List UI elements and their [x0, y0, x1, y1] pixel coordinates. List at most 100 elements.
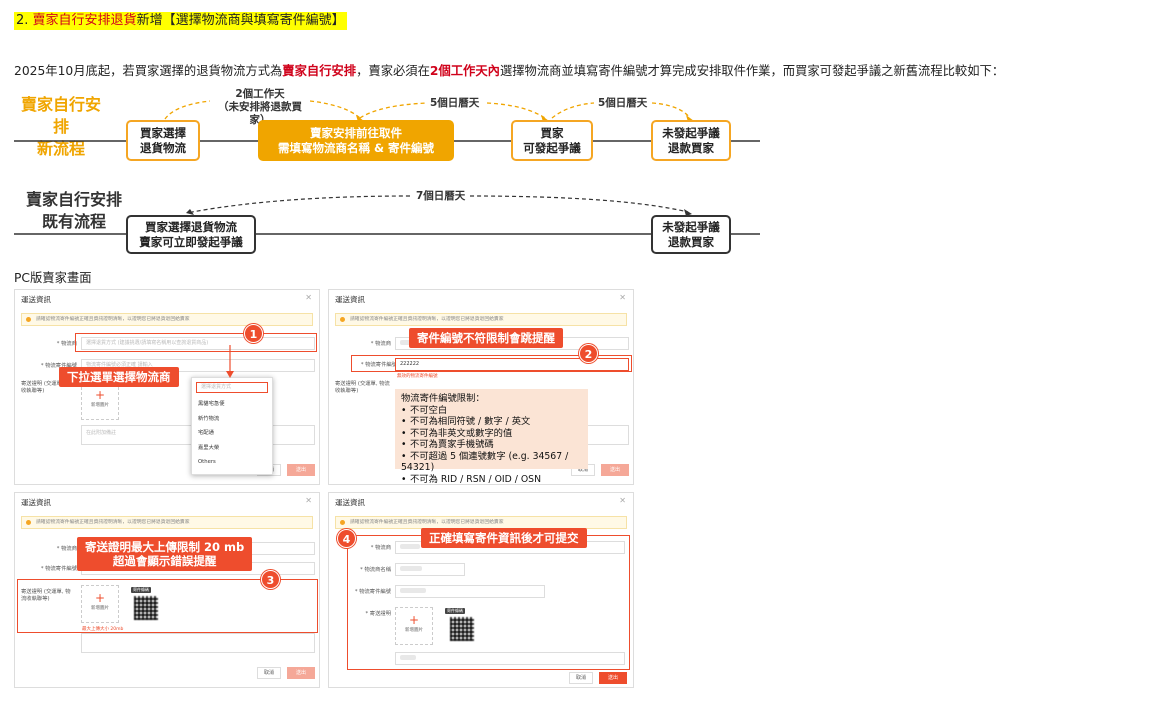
close-icon[interactable]: ✕: [305, 496, 312, 505]
tracking-label: * 物流寄件編號: [40, 566, 77, 572]
panel-3-upload-limit: 運送資訊 ✕ 請確認物流寄件編號正確且資訊證明清晰，以證明您已將退貨退回給賣家 …: [14, 492, 320, 688]
rule-item: 不可為非英文或數字的值: [401, 428, 582, 440]
tracking-rules-box: 物流寄件編號限制： 不可空白 不可為相同符號 / 數字 / 英文 不可為非英文或…: [395, 389, 588, 484]
dropdown-option[interactable]: Others: [198, 459, 216, 465]
dropdown-header[interactable]: 選擇退貨方式: [196, 382, 268, 393]
old-node-buyer-select: 買家選擇退貨物流 賣家可立即發起爭議: [126, 215, 256, 254]
new-node-seller-arrange: 賣家安排前往取件 需填寫物流商名稱 & 寄件編號: [258, 120, 454, 161]
tracking-error-text: 無效的物流寄件編號: [397, 374, 438, 379]
close-icon[interactable]: ✕: [619, 496, 626, 505]
rule-item: 不可空白: [401, 405, 582, 417]
new-node-buyer-select: 買家選擇 退貨物流: [126, 120, 200, 161]
timer1-arrow-right: [309, 100, 361, 119]
highlight-tracking: [351, 355, 632, 372]
dropdown-option[interactable]: 嘉里大榮: [198, 444, 220, 451]
carrier-label: * 物流商: [56, 341, 77, 347]
callout-upload-limit: 寄送證明最大上傳限制 20 mb 超過會顯示錯誤提醒: [77, 537, 253, 571]
intro-paragraph: 2025年10月底起，若買家選擇的退貨物流方式為賣家自行安排，賣家必須在2個工作…: [14, 64, 1005, 78]
submit-button[interactable]: 送出: [287, 464, 315, 476]
submit-button[interactable]: 送出: [599, 672, 627, 684]
plus-icon: +: [94, 388, 106, 402]
tracking-label: * 物流寄件編號: [354, 589, 391, 595]
upload-image-button[interactable]: + 新增圖片: [395, 607, 433, 645]
dropdown-option[interactable]: 宅配通: [198, 430, 214, 436]
plus-icon: +: [94, 591, 106, 605]
notice-banner: 請確認物流寄件編號正確且資訊證明清晰，以證明您已將退貨退回給賣家: [21, 313, 313, 326]
callout-tracking-warning: 寄件編號不符限制會跳提醒: [409, 328, 563, 348]
proof-label: 寄送證明 (交運單, 物流收執聯等): [335, 381, 390, 394]
panel-title: 運送資訊: [21, 498, 51, 507]
tracking-label: * 物流寄件編號: [360, 362, 397, 368]
carrier-dropdown-menu: 選擇退貨方式 黑貓宅急便 新竹物流 宅配通 嘉里大榮 Others: [191, 377, 273, 475]
proof-label: 寄送證明 (交運單, 物流收執聯等): [21, 381, 76, 394]
old-node-refund: 未發起爭議 退款買家: [651, 215, 731, 254]
timer3-arrow-left: [551, 102, 595, 119]
old-timer-label: 7個日曆天: [412, 190, 470, 203]
carrier-label: * 物流商: [370, 341, 391, 347]
remark-textarea[interactable]: [395, 652, 625, 665]
submit-button[interactable]: 送出: [287, 667, 315, 679]
submit-button[interactable]: 送出: [601, 464, 629, 476]
panel-title: 運送資訊: [335, 498, 365, 507]
dropdown-option[interactable]: 黑貓宅急便: [198, 401, 225, 407]
heading-red-text: 賣家自行安排退貨: [32, 13, 137, 28]
new-flow-title: 賣家自行安排 新流程: [20, 95, 101, 158]
plus-icon: +: [408, 613, 420, 627]
carrier-label: * 物流商: [56, 546, 77, 552]
remark-textarea[interactable]: [81, 633, 315, 653]
callout-dropdown: 下拉選單選擇物流商: [59, 367, 179, 387]
upload-error-text: 最大上傳大小 20mb: [82, 627, 124, 632]
pc-seller-screen-label: PC版賣家畫面: [14, 271, 92, 285]
rule-item: 不可為 RID / RSN / OID / OSN: [401, 474, 582, 485]
step-marker-4: 4: [337, 529, 356, 548]
upload-image-button[interactable]: + 新增圖片: [81, 382, 119, 420]
timer2-arrow-right: [486, 102, 546, 119]
rules-title: 物流寄件編號限制：: [401, 393, 485, 404]
old-arrow-left: [191, 195, 411, 213]
highlight-upload: [17, 579, 318, 633]
carrier-name-input[interactable]: [395, 563, 465, 576]
proof-label: * 寄送證明: [365, 611, 391, 617]
close-icon[interactable]: ✕: [305, 293, 312, 302]
callout-submit: 正確填寫寄件資訊後才可提交: [421, 528, 587, 548]
panel-title: 運送資訊: [335, 295, 365, 304]
timer3-label: 5個日曆天: [594, 97, 652, 110]
tracking-input[interactable]: [395, 585, 545, 598]
arrowhead: [186, 209, 194, 215]
callout-pointer-arrow: [226, 345, 234, 378]
close-icon[interactable]: ✕: [619, 293, 626, 302]
highlight-carrier: [75, 333, 317, 352]
carrier-label: * 物流商: [370, 545, 391, 551]
panel-2-tracking-validation: 運送資訊 ✕ 請確認物流寄件編號正確且資訊證明清晰，以證明您已將退貨退回給賣家 …: [328, 289, 634, 485]
rule-item: 不可為賣家手機號碼: [401, 439, 582, 451]
qr-tag: 寄件條碼: [131, 587, 151, 593]
timer1-arrow-left: [164, 100, 211, 120]
new-node-refund: 未發起爭議 退款買家: [651, 120, 731, 161]
tracking-label: * 物流寄件編號: [40, 363, 77, 369]
cancel-button[interactable]: 取消: [257, 667, 281, 679]
new-node-buyer-dispute: 買家 可發起爭議: [511, 120, 593, 161]
cancel-button[interactable]: 取消: [569, 672, 593, 684]
old-arrow-right: [469, 195, 689, 213]
qr-code-image: [450, 617, 474, 641]
panel-title: 運送資訊: [21, 295, 51, 304]
notice-banner: 請確認物流寄件編號正確且資訊證明清晰，以證明您已將退貨退回給賣家: [21, 516, 313, 529]
notice-banner: 請確認物流寄件編號正確且資訊證明清晰，以證明您已將退貨退回給賣家: [335, 313, 627, 326]
step-marker-2: 2: [579, 344, 598, 363]
old-flow-title: 賣家自行安排 既有流程: [25, 190, 122, 231]
section-heading: 2. 賣家自行安排退貨新增【選擇物流商與填寫寄件編號】: [14, 12, 347, 30]
timer3-arrow-right: [651, 102, 691, 119]
rule-item: 不可為相同符號 / 數字 / 英文: [401, 416, 582, 428]
arrowhead: [684, 209, 692, 216]
proof-label: 寄送證明 (交運單, 物流收執聯等): [21, 589, 71, 602]
step-marker-3: 3: [261, 570, 280, 589]
carrier-name-label: * 物流商名稱: [360, 567, 391, 573]
upload-image-button[interactable]: + 新增圖片: [81, 585, 119, 623]
panel-1-dropdown: 運送資訊 ✕ 請確認物流寄件編號正確且資訊證明清晰，以證明您已將退貨退回給賣家 …: [14, 289, 320, 485]
qr-tag: 寄件條碼: [445, 608, 465, 614]
qr-code-image: [134, 596, 158, 620]
tracking-input[interactable]: 222222: [395, 358, 629, 371]
highlight-form: [347, 535, 630, 670]
dropdown-option[interactable]: 新竹物流: [198, 415, 220, 422]
panel-4-submit: 運送資訊 ✕ 請確認物流寄件編號正確且資訊證明清晰，以證明您已將退貨退回給賣家 …: [328, 492, 634, 688]
